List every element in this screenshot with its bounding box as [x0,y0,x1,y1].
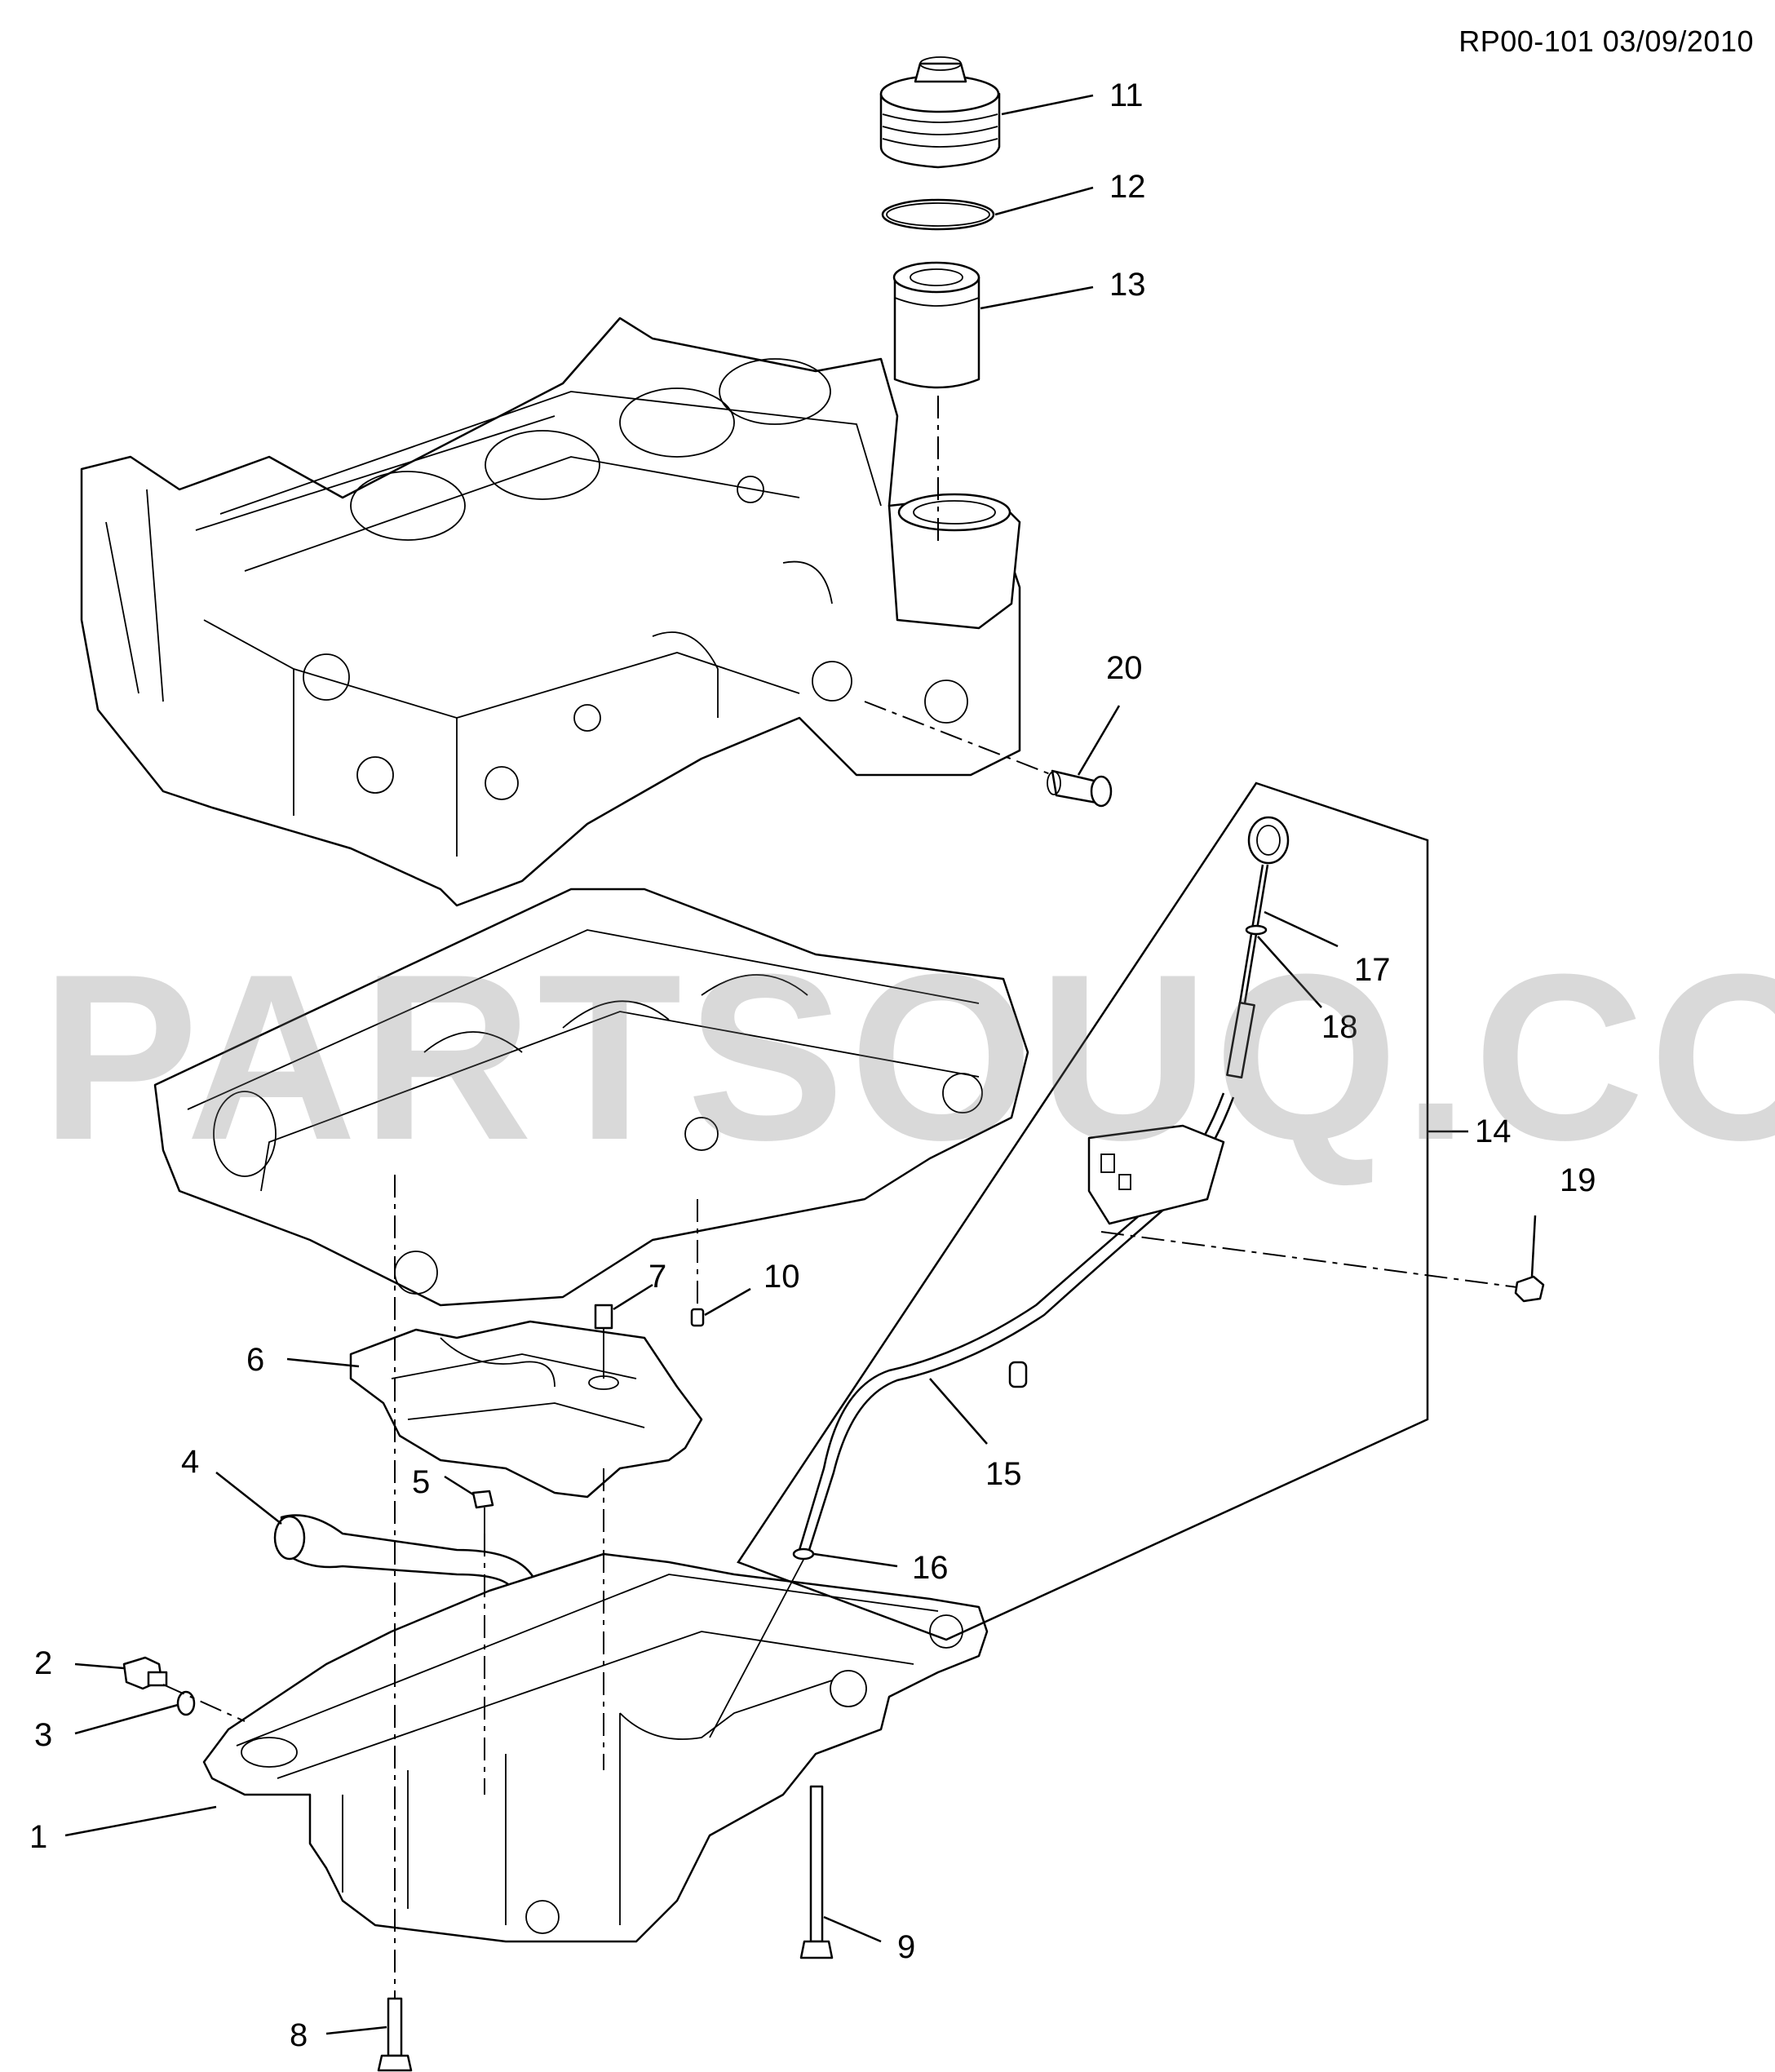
callout-20: 20 [1106,650,1143,686]
oil-pan [202,1552,989,1943]
drain-center-line [162,1684,246,1722]
tube-bracket-bolt [1514,1275,1545,1303]
callout-10: 10 [764,1259,800,1295]
pan-bolt-9 [799,1785,834,1959]
lower-crankcase [153,888,1029,1307]
diagram-reference-code: RP00-101 03/09/2010 [1459,24,1754,58]
tube-o-ring [792,1547,815,1561]
callout-8: 8 [290,2017,308,2053]
dipstick-seal [1245,924,1268,936]
callout-9: 9 [897,1929,915,1965]
bolt-19-center-line [1100,1231,1518,1288]
drain-washer [176,1690,196,1716]
callout-7: 7 [648,1259,666,1295]
callout-15: 15 [985,1456,1022,1492]
switch-center-line [864,701,1053,776]
callout-19: 19 [1560,1162,1596,1198]
pickup-bolt [471,1490,494,1534]
dipstick-group-outline [737,781,1429,1641]
o-ring-inner [886,202,990,227]
callout-3: 3 [34,1717,52,1753]
oil-baffle [349,1320,703,1499]
drain-plug [122,1656,168,1690]
callout-6: 6 [246,1342,264,1378]
callout-12: 12 [1109,169,1146,205]
callout-17: 17 [1354,952,1391,988]
o-ring [881,198,995,231]
callout-14: 14 [1475,1113,1512,1149]
pan-bolt-8 [377,1997,413,2072]
callout-16: 16 [912,1550,949,1586]
oil-filter-cap [879,56,1001,169]
leader-lines [64,94,1537,2035]
callout-18: 18 [1321,1009,1358,1045]
dowel-pin [690,1308,705,1327]
callout-13: 13 [1109,267,1146,303]
callout-5: 5 [412,1464,430,1500]
oil-filter-housing [888,493,1021,630]
tube-lower-line [709,1559,804,1738]
callout-11: 11 [1109,77,1144,113]
callout-2: 2 [34,1645,52,1681]
callout-1: 1 [29,1819,47,1855]
dipstick-tube [798,1092,1235,1551]
oil-pressure-switch [1047,769,1113,808]
callout-4: 4 [181,1444,199,1480]
oil-filter-element [892,261,980,389]
callout-labels: 11 12 13 20 17 18 14 19 15 16 7 10 6 4 5… [29,77,1596,2053]
engine-block-upper [80,317,1021,907]
watermark: PARTSOUQ.COM [41,925,1775,1189]
baffle-bolt [594,1304,613,1379]
